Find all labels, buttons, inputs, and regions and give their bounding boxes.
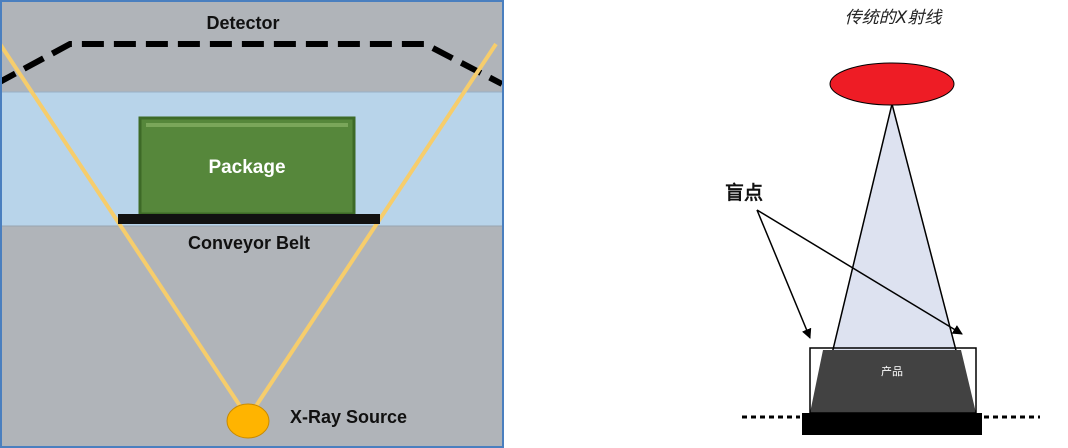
right-diagram: 传统的X射线 产品 盲点	[725, 8, 1040, 435]
blind-spot-arrow-right	[756, 209, 963, 335]
detector-label: Detector	[206, 13, 279, 33]
xray-source-red	[829, 62, 955, 106]
blind-spot-label: 盲点	[725, 181, 763, 204]
product-fill	[810, 350, 976, 413]
left-frame-border	[0, 0, 504, 448]
package-highlight	[146, 123, 348, 127]
xray-source	[226, 403, 270, 439]
package-box	[138, 116, 356, 216]
xray-source-label: X-Ray Source	[290, 407, 407, 427]
product-label: 产品	[881, 364, 903, 378]
beam-right-line	[246, 42, 498, 420]
blind-spot-arrow-left	[756, 209, 812, 339]
conveyor-belt-label: Conveyor Belt	[188, 233, 310, 253]
right-title: 传统的X射线	[845, 8, 944, 28]
left-diagram: Detector Package Conveyor Belt X-Ray Sou…	[0, 0, 504, 448]
conveyor-belt	[118, 214, 380, 224]
detector-dashed-line	[0, 41, 504, 87]
conveyor-belt-right	[802, 413, 982, 435]
beam-left-line	[0, 42, 250, 420]
package-label: Package	[208, 157, 285, 178]
